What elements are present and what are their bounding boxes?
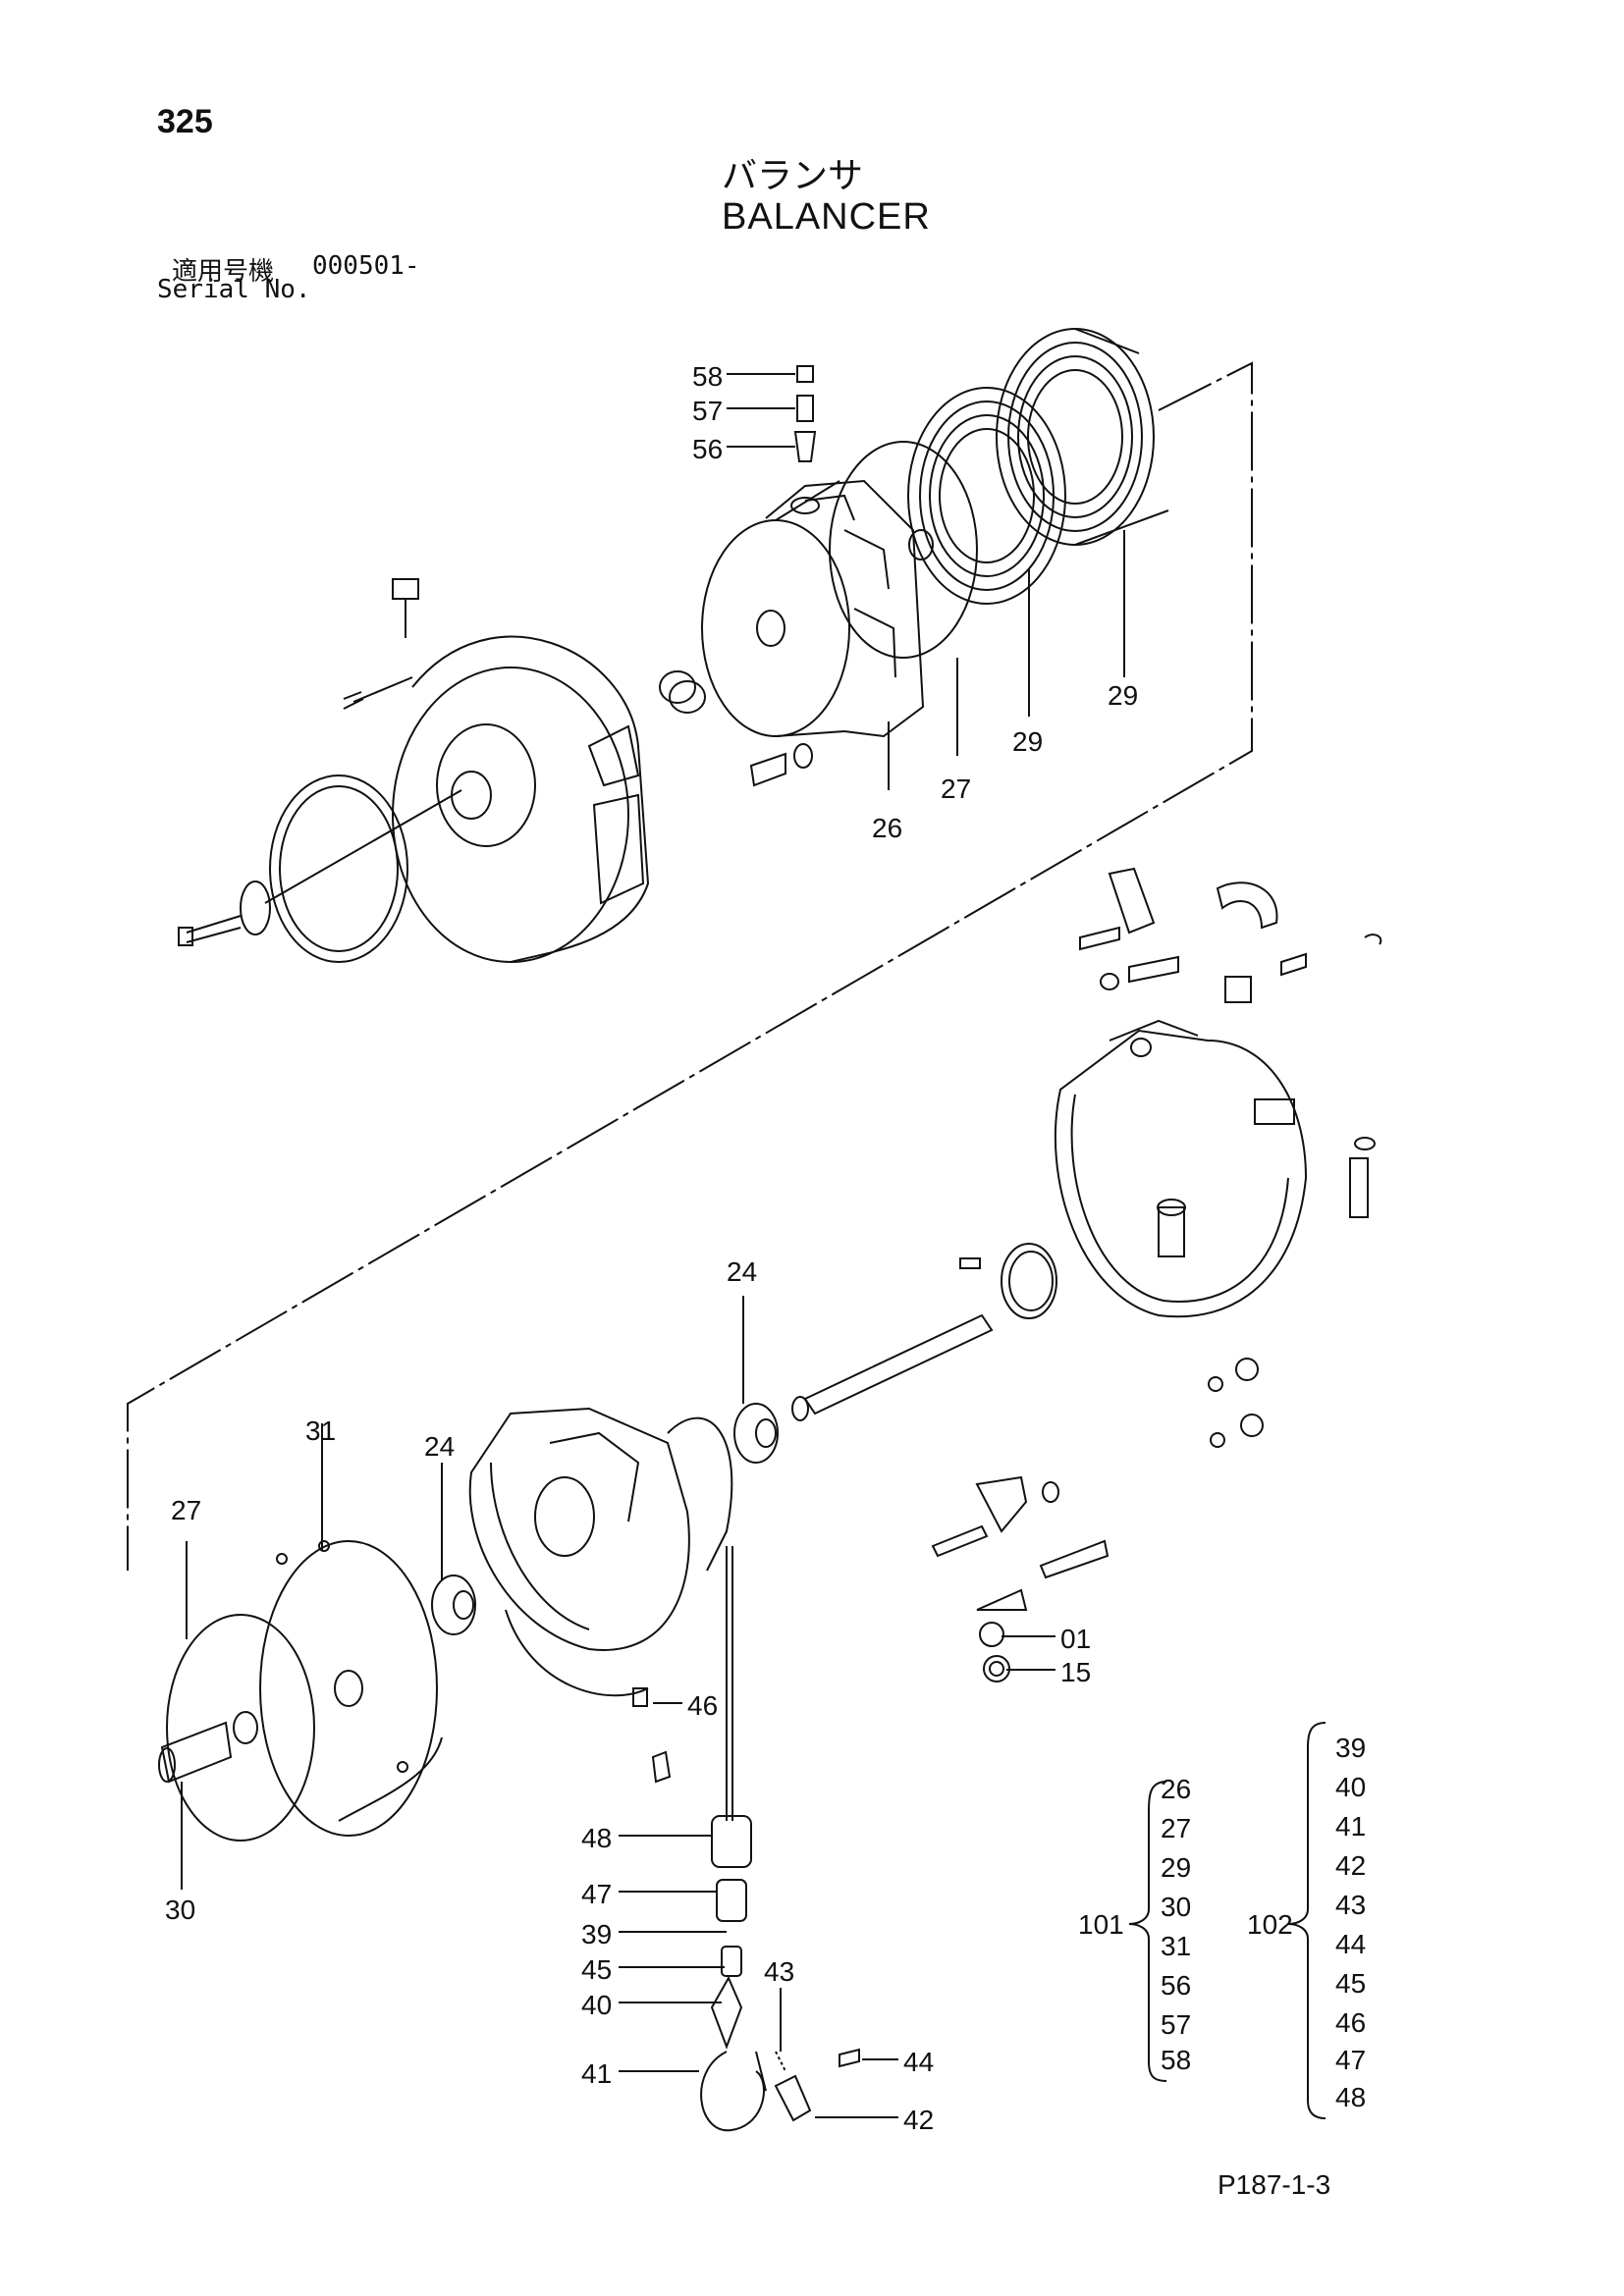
stack-fasteners-part <box>790 365 820 514</box>
callout-27: 27 <box>941 774 971 804</box>
kit-number: 102 <box>1247 1909 1293 1940</box>
serial-label: Serial No. <box>157 275 311 304</box>
kit-item: 41 <box>1335 1811 1366 1842</box>
drive-shaft-part <box>791 1313 994 1421</box>
kit-item: 44 <box>1335 1929 1366 1959</box>
serial-label-japanese: 適用号機 <box>172 257 275 287</box>
kit-item: 45 <box>1335 1968 1366 1999</box>
kit-item: 48 <box>1335 2082 1366 2112</box>
page-number: 325 <box>157 103 213 140</box>
callout-24: 24 <box>424 1431 455 1462</box>
gear-part <box>959 1243 1057 1319</box>
assembly-frame <box>127 361 1253 1571</box>
page-title: BALANCER <box>722 196 931 238</box>
callout-24: 24 <box>727 1256 757 1287</box>
kit-item: 47 <box>1335 2045 1366 2075</box>
housing-screw-part <box>749 743 813 787</box>
callout-58: 58 <box>692 361 723 392</box>
end-cover-part <box>343 578 650 963</box>
callout-39: 39 <box>581 1919 612 1949</box>
hook-bracket-part <box>1079 867 1382 1003</box>
cap-and-screw-part <box>178 789 462 946</box>
stopper-part <box>711 1815 752 1977</box>
callout-48: 48 <box>581 1823 612 1853</box>
wire-rope-part <box>726 1546 733 1821</box>
grease-fitting-part <box>632 1687 672 1784</box>
callout-57: 57 <box>692 396 723 426</box>
callout-27: 27 <box>171 1495 201 1525</box>
callout-26: 26 <box>872 813 902 843</box>
hook-part <box>700 1975 860 2132</box>
callout-56: 56 <box>692 434 723 464</box>
callout-42: 42 <box>903 2105 934 2135</box>
title-japanese: バランサ <box>722 156 864 196</box>
spiral-spring-part <box>996 328 1169 546</box>
document-code: P187-1-3 <box>1218 2169 1331 2200</box>
callout-30: 30 <box>165 1895 195 1925</box>
latch-lever-part <box>931 1475 1110 1682</box>
serial-number-value: 000501- <box>312 251 420 281</box>
kit-item: 40 <box>1335 1772 1366 1802</box>
callout-40: 40 <box>581 1990 612 2020</box>
callout-43: 43 <box>764 1956 794 1987</box>
kit-item: 46 <box>1335 2007 1366 2038</box>
kit-item: 39 <box>1335 1733 1366 1763</box>
kit-item: 57 <box>1161 2009 1191 2040</box>
kit-102: 102 39 40 41 42 43 44 45 46 47 48 <box>1247 1733 1366 2112</box>
main-housing-part <box>1054 1019 1308 1318</box>
kit-item: 30 <box>1161 1892 1191 1922</box>
kit-item: 29 <box>1161 1852 1191 1883</box>
gasket-ring-part <box>269 774 408 963</box>
kit-item: 27 <box>1161 1813 1191 1843</box>
callout-45: 45 <box>581 1954 612 1985</box>
cone-housing-part <box>468 1407 733 1697</box>
leader-lines <box>181 373 1125 2118</box>
kit-number: 101 <box>1078 1909 1124 1940</box>
kit-item: 42 <box>1335 1850 1366 1881</box>
callout-29: 29 <box>1108 680 1138 711</box>
callout-41: 41 <box>581 2058 612 2089</box>
spring-disc-part <box>166 1614 315 1842</box>
kit-item: 26 <box>1161 1774 1191 1804</box>
kit-101-brace <box>1128 1781 1167 2082</box>
kit-item: 58 <box>1161 2045 1191 2075</box>
callout-01: 01 <box>1060 1624 1091 1654</box>
plug-part <box>1349 1137 1376 1218</box>
bushing-part <box>659 670 706 714</box>
callout-46: 46 <box>687 1690 718 1721</box>
bearing-part <box>431 1575 476 1635</box>
callout-44: 44 <box>903 2047 934 2077</box>
cover-plate-part <box>259 1540 443 1837</box>
nut-washer-part <box>1208 1358 1264 1448</box>
spring-disc-part <box>829 441 978 659</box>
callout-15: 15 <box>1060 1657 1091 1687</box>
callout-labels: 58 57 56 29 29 27 26 24 24 31 27 30 46 0… <box>165 361 1138 2135</box>
shaft-pipe-part <box>158 1721 233 1784</box>
drum-housing-part <box>701 479 925 738</box>
callout-31: 31 <box>305 1415 336 1446</box>
kit-item: 31 <box>1161 1931 1191 1961</box>
kit-101: 101 26 27 29 30 31 56 57 58 <box>1078 1774 1191 2075</box>
kit-102-brace <box>1287 1722 1326 2119</box>
kit-item: 56 <box>1161 1970 1191 2001</box>
spiral-spring-part <box>907 387 1066 605</box>
bearing-part <box>733 1403 779 1464</box>
callout-47: 47 <box>581 1879 612 1909</box>
kit-item: 43 <box>1335 1890 1366 1920</box>
callout-29: 29 <box>1012 726 1043 757</box>
